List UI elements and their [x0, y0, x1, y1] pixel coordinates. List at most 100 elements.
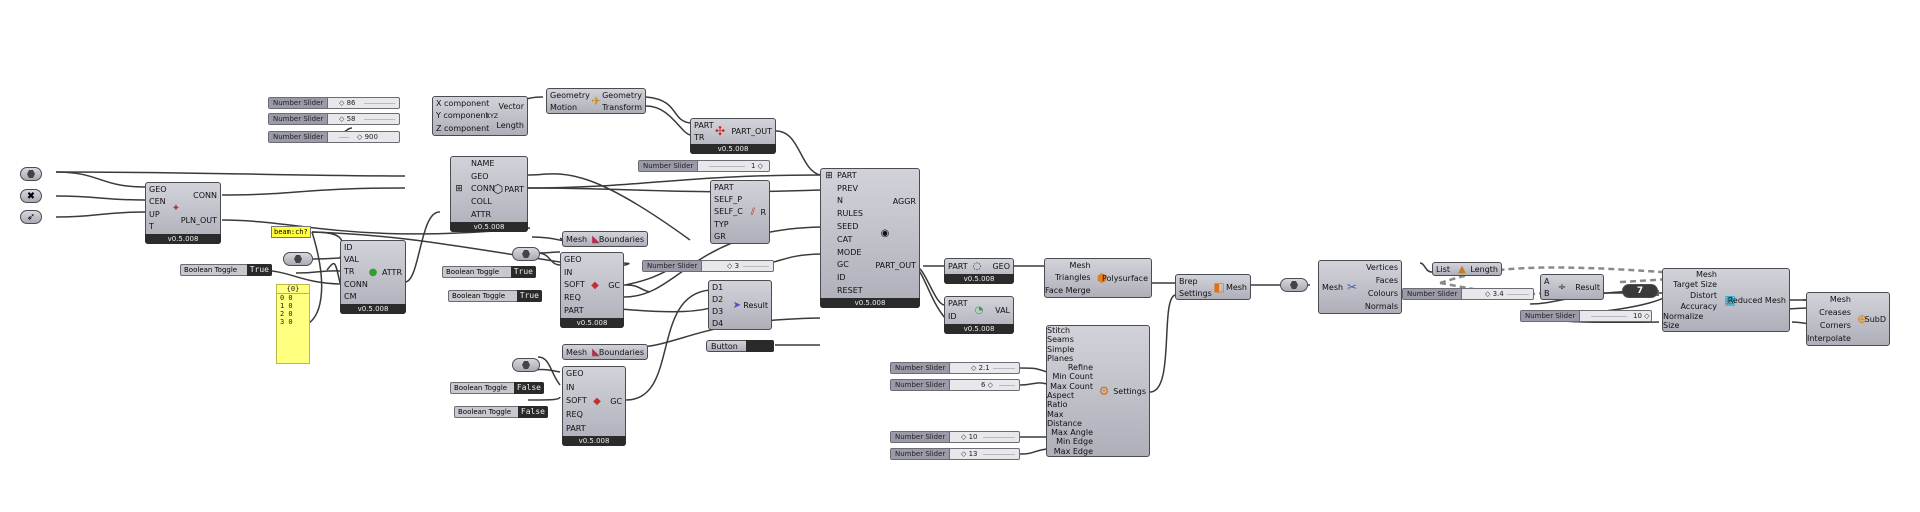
slider-track[interactable]: [999, 385, 1015, 386]
input-face-merge[interactable]: Face Merge: [1045, 286, 1091, 296]
input-part[interactable]: PART: [566, 423, 586, 433]
toggle-value[interactable]: False: [517, 406, 548, 418]
input-mode[interactable]: MODE: [837, 247, 862, 257]
input-list[interactable]: List: [1436, 264, 1450, 274]
output-transform[interactable]: Transform: [602, 102, 642, 112]
input-in[interactable]: IN: [564, 267, 573, 277]
output-mesh[interactable]: Mesh: [1225, 282, 1247, 292]
input-aspect-ratio[interactable]: Aspect Ratio: [1047, 391, 1075, 410]
input-min-edge[interactable]: Min Edge: [1056, 437, 1093, 447]
input-cat[interactable]: CAT: [837, 234, 853, 244]
boolean-toggle-2[interactable]: Boolean Toggle True: [442, 266, 536, 278]
number-slider-z[interactable]: Number Slider ◇ 900: [268, 131, 400, 143]
output-aggr[interactable]: AGGR: [892, 196, 916, 206]
input-mesh[interactable]: Mesh: [1829, 295, 1851, 304]
input-attr[interactable]: ATTR: [471, 210, 492, 220]
output-boundaries[interactable]: Boundaries: [598, 347, 644, 357]
part-component[interactable]: NAME GEO CONN COLL ATTR ⊞ ⬡ PART v0.5.00…: [450, 156, 528, 232]
input-reset[interactable]: RESET: [837, 286, 863, 296]
number-slider-mode[interactable]: Number Slider ◇ 3: [642, 260, 774, 272]
vector-param-icon[interactable]: ➶: [20, 210, 42, 224]
output-gc[interactable]: GC: [610, 396, 622, 406]
input-id[interactable]: ID: [948, 312, 957, 321]
input-part[interactable]: PART: [948, 261, 968, 271]
input-min-count[interactable]: Min Count: [1052, 372, 1094, 382]
output-result[interactable]: Result: [1575, 282, 1600, 292]
input-z[interactable]: Z component: [436, 124, 490, 134]
part-transform-component[interactable]: PART TR ✣ PART_OUT v0.5.008: [690, 118, 776, 154]
input-corners[interactable]: Corners: [1819, 321, 1851, 330]
number-slider-y[interactable]: Number Slider ◇ 58: [268, 113, 400, 125]
add-input-icon[interactable]: ⊞: [825, 171, 833, 181]
boolean-toggle-5[interactable]: Boolean Toggle False: [454, 406, 548, 418]
input-motion[interactable]: Motion: [550, 102, 578, 112]
slider-track[interactable]: [1507, 294, 1529, 295]
input-max-count[interactable]: Max Count: [1050, 381, 1093, 391]
input-part[interactable]: PART: [694, 120, 714, 130]
input-normalize-size[interactable]: Normalize Size: [1663, 312, 1704, 331]
button-component[interactable]: Button: [706, 340, 774, 352]
input-d3[interactable]: D3: [712, 306, 724, 316]
input-self-c[interactable]: SELF_C: [714, 207, 743, 217]
merge-result-component[interactable]: D1 D2 D3 D4 ➤ Result: [708, 280, 772, 330]
attribute-component[interactable]: ID VAL TR CONN CM ● ATTR v0.5.008: [340, 240, 406, 314]
output-result[interactable]: Result: [743, 300, 768, 310]
toggle-value[interactable]: True: [510, 266, 536, 278]
input-t[interactable]: T: [149, 222, 154, 232]
output-pln-out[interactable]: PLN_OUT: [180, 216, 217, 225]
toggle-value[interactable]: True: [246, 264, 272, 276]
subd-component[interactable]: Mesh Creases Corners Interpolate ⊕ SubD: [1806, 292, 1890, 346]
output-attr[interactable]: ATTR: [381, 267, 402, 277]
division-component[interactable]: A B ÷ Result: [1540, 274, 1604, 300]
number-slider-min-edge[interactable]: Number Slider ◇ 10: [890, 431, 1020, 443]
output-geo[interactable]: GEO: [992, 261, 1010, 271]
input-prev[interactable]: PREV: [837, 183, 858, 193]
input-seed[interactable]: SEED: [837, 222, 859, 232]
input-cm[interactable]: CM: [344, 292, 357, 302]
mesh-param-icon[interactable]: [512, 247, 540, 261]
input-stitch-seams[interactable]: Stitch Seams: [1047, 326, 1074, 345]
input-geo[interactable]: GEO: [566, 369, 584, 379]
slider-track[interactable]: [743, 266, 769, 267]
input-d1[interactable]: D1: [712, 282, 724, 292]
slider-track[interactable]: [983, 454, 1015, 455]
input-simple-planes[interactable]: Simple Planes: [1047, 344, 1075, 363]
input-d2[interactable]: D2: [712, 294, 724, 304]
output-geometry[interactable]: Geometry: [602, 90, 642, 100]
input-soft[interactable]: SOFT: [564, 280, 585, 290]
input-part[interactable]: PART: [837, 170, 857, 180]
add-input-icon[interactable]: ⊞: [455, 184, 463, 194]
input-max-distance[interactable]: Max Distance: [1047, 409, 1082, 428]
input-refine[interactable]: Refine: [1067, 362, 1093, 372]
mesh-settings-component[interactable]: Stitch Seams Simple Planes Refine Min Co…: [1046, 325, 1150, 457]
input-distort[interactable]: Distort: [1689, 290, 1717, 300]
number-slider-max-edge[interactable]: Number Slider ◇ 13: [890, 448, 1020, 460]
input-typ[interactable]: TYP: [714, 219, 729, 229]
input-self-p[interactable]: SELF_P: [714, 195, 743, 205]
rules-component[interactable]: PART SELF_P SELF_C TYP GR ⫽ R: [710, 180, 770, 244]
input-n[interactable]: N: [837, 196, 843, 206]
input-gr[interactable]: GR: [714, 232, 726, 242]
mesh-to-polysurface-component[interactable]: Mesh Triangles Face Merge ⬢ Polysurface: [1044, 258, 1152, 298]
input-cen[interactable]: CEN: [149, 197, 166, 207]
input-tr[interactable]: TR: [344, 267, 355, 277]
input-geo[interactable]: GEO: [564, 254, 582, 264]
input-y[interactable]: Y component: [436, 111, 489, 121]
number-slider-min-count[interactable]: Number Slider ◇ 2.1: [890, 362, 1020, 374]
boolean-toggle-4[interactable]: Boolean Toggle False: [450, 382, 544, 394]
number-slider-accuracy[interactable]: Number Slider 10 ◇: [1520, 310, 1652, 322]
input-id[interactable]: ID: [344, 242, 353, 252]
input-req[interactable]: REQ: [564, 293, 581, 303]
mesh-boundaries-component-2[interactable]: Mesh ◣ Boundaries: [562, 344, 648, 360]
move-component[interactable]: Geometry Motion ✈ Geometry Transform: [546, 88, 646, 114]
input-max-angle[interactable]: Max Angle: [1051, 427, 1093, 437]
input-mesh[interactable]: Mesh: [1695, 269, 1717, 279]
input-conn[interactable]: CONN: [344, 279, 368, 289]
panel-list[interactable]: {0} 0 0 1 0 2 0 3 0: [276, 284, 310, 364]
input-mesh[interactable]: Mesh: [1069, 260, 1091, 270]
input-geometry[interactable]: Geometry: [550, 90, 590, 100]
input-a[interactable]: A: [1544, 276, 1550, 286]
input-max-edge[interactable]: Max Edge: [1053, 446, 1093, 456]
geometry-param-icon[interactable]: [20, 167, 42, 181]
input-id[interactable]: ID: [837, 273, 846, 283]
